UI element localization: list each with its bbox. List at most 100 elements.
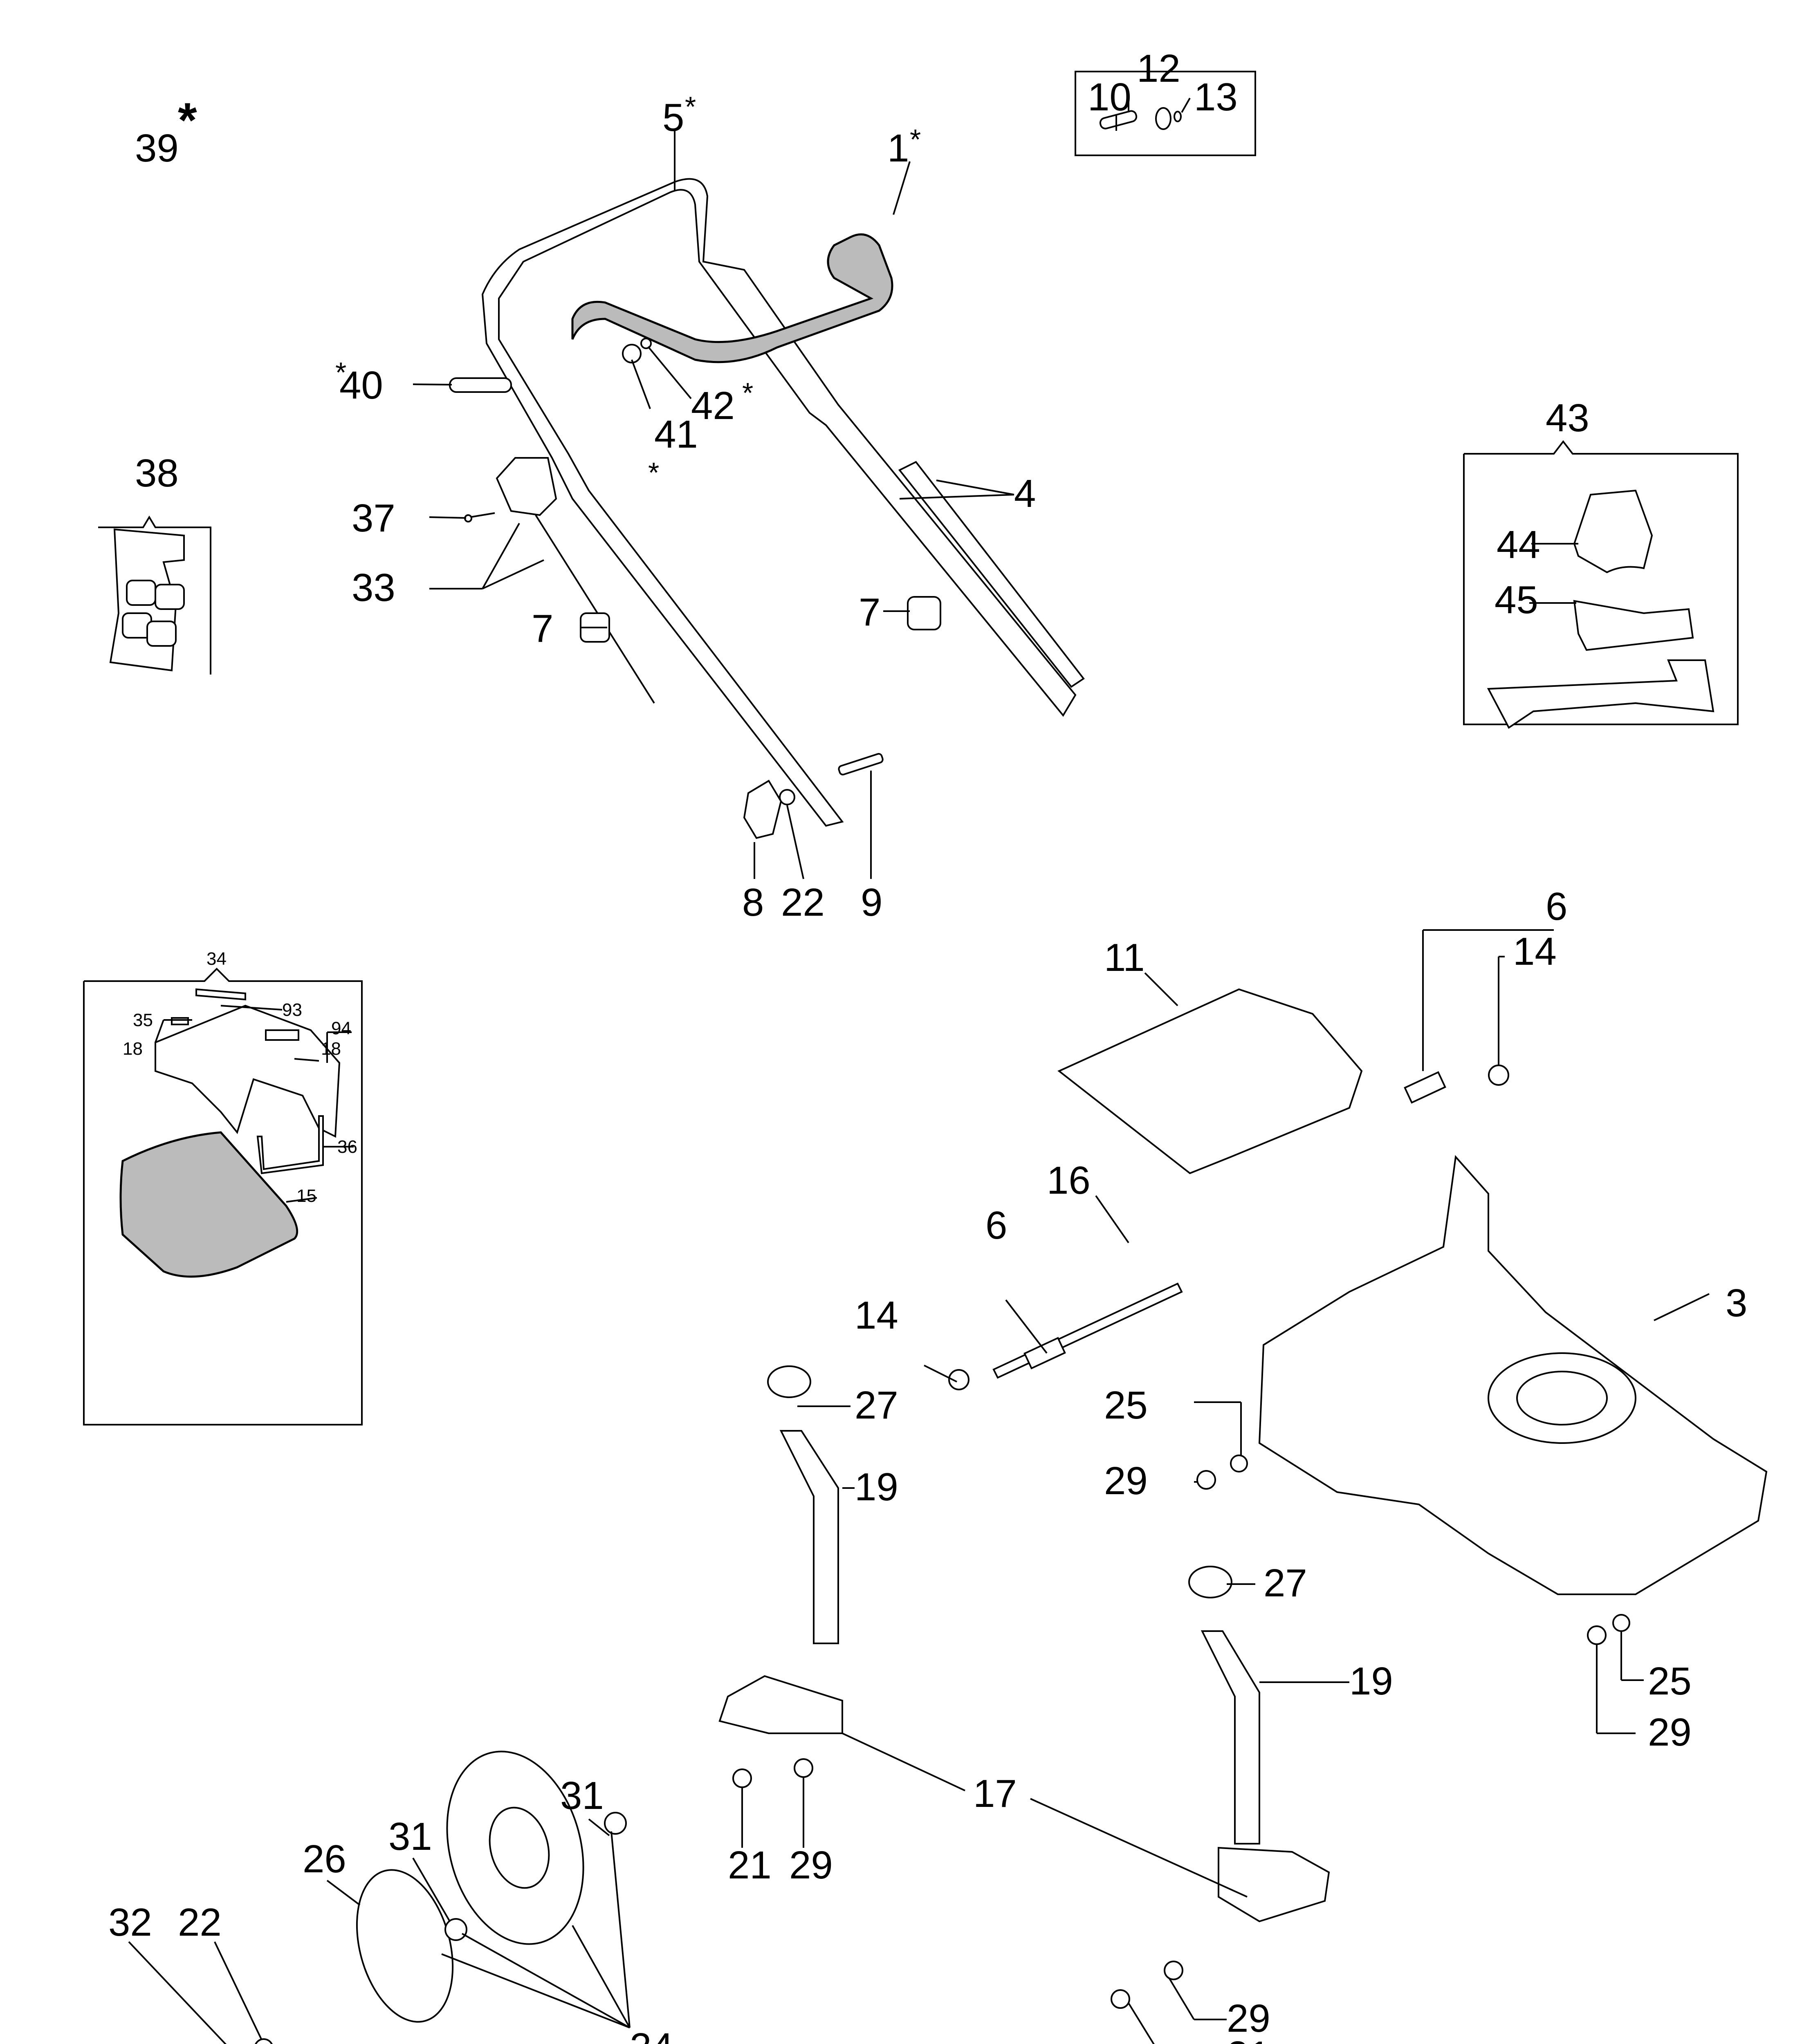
nut-25-right-part[interactable]	[1612, 1614, 1630, 1632]
label-25-upper: 25	[1104, 1383, 1148, 1427]
washer-29-mid-part[interactable]	[794, 1758, 813, 1778]
label-27-right: 27	[1263, 1561, 1307, 1605]
label-1: 1	[887, 126, 909, 170]
pin-kit-box	[1075, 71, 1256, 156]
label-17: 17	[973, 1772, 1017, 1815]
label-19-right: 19	[1349, 1659, 1393, 1703]
bag-rod-36-part[interactable]	[256, 1115, 324, 1174]
label-13: 13	[1194, 75, 1238, 119]
label-26-upper: 26	[303, 1837, 346, 1881]
knob-8-part[interactable]	[743, 780, 782, 839]
washer-29-right-part[interactable]	[1587, 1625, 1607, 1645]
nut-22-part[interactable]	[779, 789, 795, 805]
bag-strip-93-part[interactable]	[195, 988, 246, 1001]
bolt-21-upper-part[interactable]	[732, 1768, 752, 1788]
label-21-upper: 21	[728, 1843, 772, 1887]
bolt-9-part[interactable]	[838, 753, 884, 775]
mulch-blade-part[interactable]	[1487, 659, 1715, 729]
mulch-plug-44-part[interactable]	[1573, 489, 1653, 574]
label-39: 39	[135, 126, 179, 170]
bushing-31-upper-b-part[interactable]	[444, 1918, 467, 1941]
label-44: 44	[1497, 523, 1540, 567]
washer-12-part[interactable]	[1155, 107, 1171, 130]
label-32-left: 32	[108, 1901, 152, 1944]
pin-40-part[interactable]	[449, 377, 512, 393]
axle-17-right-part[interactable]	[1218, 1847, 1330, 1923]
label-40-asterisk: *	[335, 356, 346, 388]
label-18-right: 18	[321, 1039, 341, 1059]
label-39-asterisk: *	[178, 93, 197, 148]
label-16: 16	[1047, 1159, 1091, 1202]
label-5-asterisk: *	[685, 91, 696, 123]
nut-25-upper-part[interactable]	[1230, 1455, 1248, 1472]
label-5: 5	[662, 96, 684, 139]
label-94-part[interactable]	[265, 1029, 299, 1041]
washer-41-part[interactable]	[622, 344, 642, 363]
nut-14-lower-part[interactable]	[948, 1369, 969, 1390]
label-22-left: 22	[178, 1901, 222, 1944]
label-11: 11	[1104, 936, 1145, 979]
axle-17-left-part[interactable]	[718, 1675, 843, 1734]
label-3: 3	[1726, 1281, 1747, 1325]
spring-6-upper-part[interactable]	[1404, 1071, 1446, 1104]
grass-bag-box	[83, 968, 363, 1425]
washer-22-left-part[interactable]	[255, 2038, 273, 2044]
rod-16-part[interactable]	[992, 1282, 1183, 1379]
label-15: 15	[296, 1186, 316, 1206]
label-31-upper-a: 31	[560, 1774, 604, 1818]
handle-assembly	[449, 178, 1085, 839]
mulching-kit-box	[1463, 440, 1739, 729]
label-6-lower: 6	[985, 1204, 1007, 1247]
rear-flap-11-part[interactable]	[1057, 988, 1363, 1174]
label-31-upper-b: 31	[388, 1815, 432, 1858]
knob-27-left-part[interactable]	[767, 1365, 811, 1398]
label-41: 41	[654, 412, 698, 456]
label-43: 43	[1546, 396, 1589, 440]
washer-42-part[interactable]	[640, 338, 652, 349]
label-37: 37	[352, 496, 395, 540]
label-29-lower: 29	[1227, 1997, 1270, 2040]
deflector-45-part[interactable]	[1573, 600, 1694, 651]
bushing-31-upper-a-part[interactable]	[604, 1812, 627, 1835]
label-14-upper: 14	[1513, 930, 1557, 973]
washer-29-upper-part[interactable]	[1196, 1470, 1216, 1490]
label-27-left: 27	[855, 1383, 898, 1427]
label-10: 10	[1088, 75, 1131, 119]
label-24-upper: 24	[630, 2025, 673, 2044]
grip-part[interactable]	[571, 233, 893, 363]
callout-labels: 39 * 5 * 1 * * 40 42 * 41 * 4 38 37 33 7…	[108, 47, 1747, 2044]
hubcap-26-upper-part[interactable]	[341, 1859, 469, 2033]
leader-lines	[128, 98, 1710, 2044]
label-33: 33	[352, 566, 395, 610]
label-7-right: 7	[859, 590, 880, 634]
nut-14-upper-part[interactable]	[1488, 1065, 1509, 1086]
cable-clip-7-right-part[interactable]	[907, 596, 941, 630]
wheels	[255, 1750, 627, 2044]
label-1-asterisk: *	[910, 123, 921, 155]
label-7-left: 7	[532, 607, 553, 650]
label-8: 8	[742, 881, 764, 924]
height-adjusters	[718, 1365, 1630, 2009]
handle-tube-part[interactable]	[481, 178, 1077, 827]
grass-bag-15-part[interactable]	[119, 1131, 298, 1278]
label-38: 38	[135, 451, 179, 495]
label-19-left: 19	[855, 1465, 898, 1509]
label-21-lower: 21	[1227, 2033, 1270, 2044]
bolt-21-lower-part[interactable]	[1111, 1989, 1130, 2009]
label-25-right: 25	[1648, 1659, 1692, 1703]
label-9: 9	[861, 881, 882, 924]
washer-13-part[interactable]	[1174, 111, 1182, 122]
knob-27-right-part[interactable]	[1188, 1566, 1232, 1598]
label-93: 93	[282, 1000, 302, 1020]
label-14-lower: 14	[855, 1293, 898, 1337]
label-sheet-38[interactable]	[98, 515, 211, 675]
washer-29-lower-part[interactable]	[1164, 1961, 1183, 1980]
label-12: 12	[1137, 47, 1180, 90]
label-42-asterisk: *	[742, 377, 753, 409]
label-36: 36	[337, 1137, 357, 1157]
label-4: 4	[1014, 472, 1036, 515]
lever-33-part[interactable]	[496, 457, 557, 516]
spring-6-lower-part[interactable]	[1023, 1337, 1066, 1369]
label-35-part[interactable]	[171, 1017, 189, 1025]
